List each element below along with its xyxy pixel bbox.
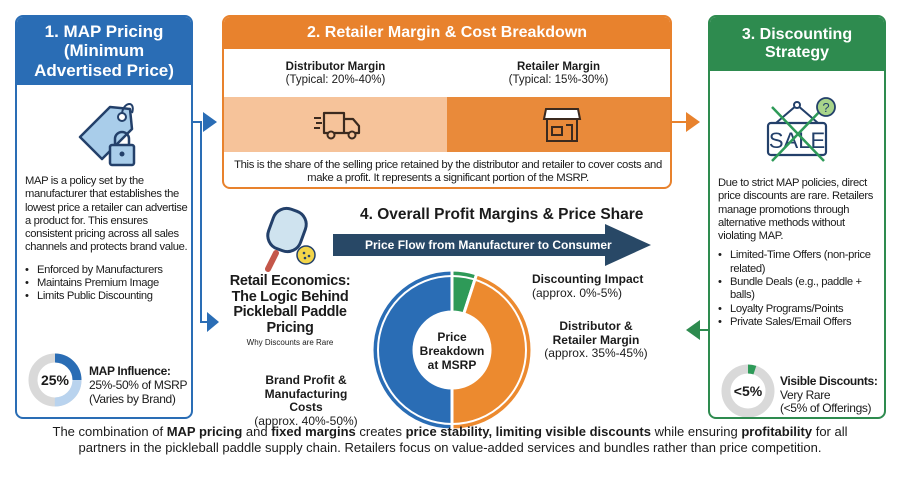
retailer-band bbox=[447, 97, 670, 152]
label-distributor-retailer: Distributor & Retailer Margin (approx. 3… bbox=[540, 319, 652, 361]
discounting-panel: 3. Discounting Strategy SALE ? Due to st… bbox=[708, 15, 886, 419]
discount-gauge-value: <5% bbox=[733, 383, 763, 399]
donut-center-label: Price Breakdown at MSRP bbox=[419, 330, 485, 372]
footer-text: while ensuring bbox=[650, 424, 742, 439]
segment-name: Distributor & Retailer Margin bbox=[552, 319, 640, 347]
discount-text-block: Due to strict MAP policies, direct price… bbox=[718, 177, 884, 330]
map-influence-gauge bbox=[28, 353, 82, 407]
footer-text: creates bbox=[355, 424, 406, 439]
pickleball-paddle-icon bbox=[265, 206, 316, 272]
discount-panel-title: 3. Discounting Strategy bbox=[710, 17, 884, 71]
storefront-icon bbox=[542, 108, 582, 142]
margin-panel: 2. Retailer Margin & Cost Breakdown Dist… bbox=[222, 15, 672, 189]
segment-brand-profit bbox=[370, 268, 454, 432]
influence-label: MAP Influence: bbox=[89, 364, 171, 378]
visible-discount-gauge bbox=[721, 364, 775, 417]
retail-economics-block: Retail Economics: The Logic Behind Pickl… bbox=[226, 273, 354, 348]
flow-arrows-left bbox=[193, 112, 219, 332]
influence-range: 25%-50% of MSRP bbox=[89, 378, 188, 392]
retail-economics-note: Why Discounts are Rare bbox=[246, 338, 334, 347]
distributor-range: (Typical: 20%-40%) bbox=[285, 74, 386, 86]
map-bullet: Maintains Premium Image bbox=[25, 277, 191, 291]
map-bullet: Limits Public Discounting bbox=[25, 290, 191, 304]
price-flow-label: Price Flow from Manufacturer to Consumer bbox=[365, 238, 612, 252]
crossed-sale-sign-icon: SALE ? bbox=[766, 97, 836, 162]
map-bullets: Enforced by Manufacturers Maintains Prem… bbox=[25, 264, 191, 304]
discount-bullet: Limited-Time Offers (non-price related) bbox=[718, 249, 884, 276]
footer-summary: The combination of MAP pricing and fixed… bbox=[30, 424, 870, 456]
visible-note: (<5% of Offerings) bbox=[780, 401, 872, 415]
distributor-band bbox=[224, 97, 447, 152]
overall-title: 4. Overall Profit Margins & Price Share bbox=[360, 206, 644, 223]
map-bullet: Enforced by Manufacturers bbox=[25, 264, 191, 278]
price-breakdown-donut bbox=[370, 268, 534, 432]
svg-text:?: ? bbox=[822, 100, 829, 115]
discount-bullet: Loyalty Programs/Points bbox=[718, 303, 884, 317]
map-gauge-value: 25% bbox=[40, 372, 70, 388]
margin-panel-title: 2. Retailer Margin & Cost Breakdown bbox=[224, 17, 670, 49]
segment-range: (approx. 40%-50%) bbox=[254, 413, 358, 428]
price-flow-arrow bbox=[333, 224, 651, 266]
visible-value: Very Rare bbox=[780, 387, 831, 402]
footer-text: for all partners in the pickleball paddl… bbox=[78, 424, 848, 455]
footer-bold: profitability bbox=[741, 424, 813, 439]
map-description: MAP is a policy set by the manufacturer … bbox=[25, 175, 188, 254]
segment-distributor-retailer bbox=[450, 272, 534, 432]
segment-range: (approx. 35%-45%) bbox=[544, 346, 648, 360]
discount-description: Due to strict MAP policies, direct price… bbox=[718, 177, 874, 243]
retailer-label: Retailer Margin bbox=[516, 61, 601, 73]
map-pricing-panel: 1. MAP Pricing (Minimum Advertised Price… bbox=[15, 15, 193, 419]
segment-name: Discounting Impact bbox=[532, 272, 644, 286]
footer-text: and bbox=[242, 424, 272, 439]
footer-bold: price stability, limiting visible discou… bbox=[405, 424, 651, 439]
distributor-header: Distributor Margin (Typical: 20%-40%) bbox=[224, 61, 447, 87]
influence-note: (Varies by Brand) bbox=[89, 392, 176, 406]
map-text-block: MAP is a policy set by the manufacturer … bbox=[25, 175, 191, 304]
footer-bold: fixed margins bbox=[271, 424, 356, 439]
visible-discounts: Visible Discounts: Very Rare (<5% of Off… bbox=[780, 374, 878, 416]
footer-text: The combination of bbox=[52, 424, 167, 439]
visible-label: Visible Discounts: bbox=[780, 374, 878, 388]
label-discounting: Discounting Impact (approx. 0%-5%) bbox=[532, 272, 643, 300]
discount-bullets: Limited-Time Offers (non-price related) … bbox=[718, 249, 884, 329]
locked-price-tag-icon bbox=[78, 103, 136, 167]
discount-bullet: Bundle Deals (e.g., paddle + balls) bbox=[718, 276, 884, 303]
retailer-header: Retailer Margin (Typical: 15%-30%) bbox=[447, 61, 670, 87]
flow-arrow-right bbox=[672, 112, 700, 132]
map-panel-title: 1. MAP Pricing (Minimum Advertised Price… bbox=[17, 17, 191, 85]
segment-name: Brand Profit & Manufacturing Costs bbox=[264, 373, 348, 414]
segment-range: (approx. 0%-5%) bbox=[532, 286, 623, 300]
footer-bold: MAP pricing bbox=[166, 424, 243, 439]
discount-bullet: Private Sales/Email Offers bbox=[718, 316, 884, 330]
map-influence: MAP Influence: 25%-50% of MSRP (Varies b… bbox=[89, 364, 187, 406]
delivery-truck-icon bbox=[314, 111, 361, 140]
retail-economics-title: Retail Economics: The Logic Behind Pickl… bbox=[229, 273, 351, 336]
donut-inner-ring bbox=[377, 275, 527, 425]
distributor-label: Distributor Margin bbox=[285, 61, 386, 73]
flow-arrow-left-green bbox=[686, 320, 710, 340]
label-brand-profit: Brand Profit & Manufacturing Costs (appr… bbox=[248, 373, 364, 428]
retailer-range: (Typical: 15%-30%) bbox=[508, 74, 609, 86]
margin-description: This is the share of the selling price r… bbox=[234, 159, 662, 185]
